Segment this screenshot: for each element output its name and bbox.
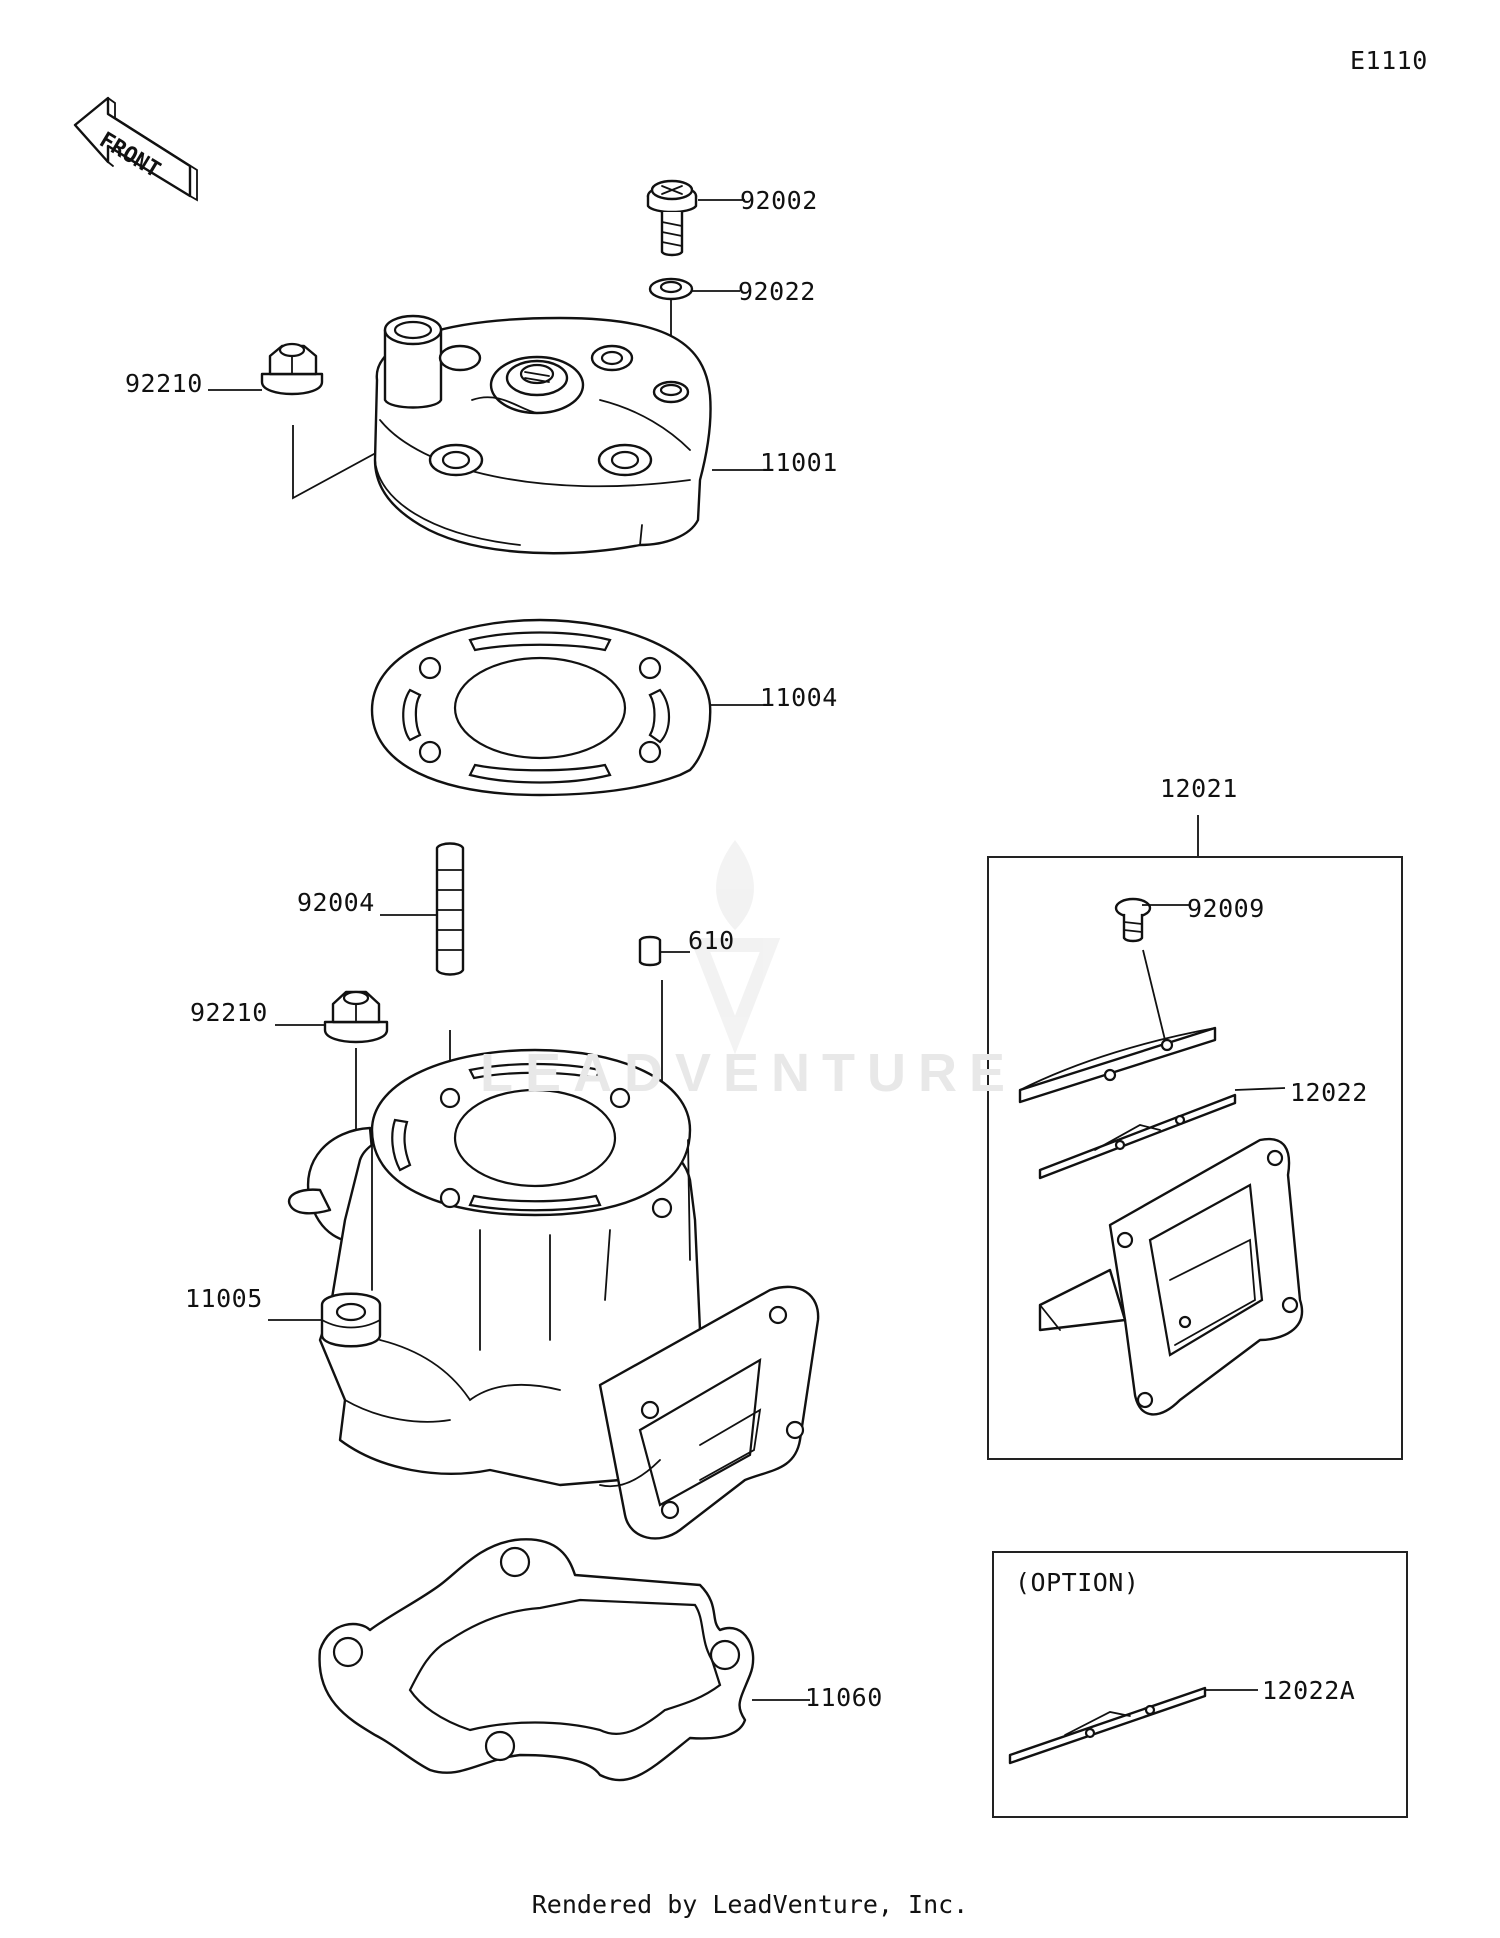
callout-12022A[interactable]: 12022A bbox=[1262, 1676, 1356, 1705]
nut-92210-top bbox=[260, 342, 324, 396]
callout-11004[interactable]: 11004 bbox=[760, 683, 838, 712]
dowel-pin-610 bbox=[638, 935, 662, 967]
option-box bbox=[992, 1551, 1408, 1818]
callout-11005[interactable]: 11005 bbox=[185, 1284, 263, 1313]
leadventure-flame-logo-icon bbox=[689, 840, 781, 1055]
reed-valve-assy-12021 bbox=[1018, 897, 1304, 1416]
footer-credit: Rendered by LeadVenture, Inc. bbox=[531, 1890, 969, 1919]
option-label: (OPTION) bbox=[1015, 1568, 1140, 1597]
callout-92210-top[interactable]: 92210 bbox=[125, 369, 203, 398]
assembly-box-12021 bbox=[987, 856, 1403, 1460]
callout-12022[interactable]: 12022 bbox=[1290, 1078, 1368, 1107]
reed-option-12022A bbox=[1008, 1686, 1207, 1765]
diagram-code: E1110 bbox=[1350, 46, 1428, 75]
front-arrow-icon: FRONT bbox=[73, 96, 198, 202]
cylinder-head-11001 bbox=[373, 314, 712, 555]
washer-92022 bbox=[648, 277, 694, 301]
callout-92009[interactable]: 92009 bbox=[1187, 894, 1265, 923]
callout-92002[interactable]: 92002 bbox=[740, 186, 818, 215]
watermark-text: LEADVENTURE bbox=[480, 1043, 1018, 1103]
callout-11060[interactable]: 11060 bbox=[805, 1683, 883, 1712]
head-gasket-11004 bbox=[370, 618, 712, 797]
nut-92210-mid bbox=[323, 990, 389, 1044]
bolt-92002 bbox=[646, 179, 698, 257]
base-gasket-11060 bbox=[318, 1538, 755, 1782]
callout-92022[interactable]: 92022 bbox=[738, 277, 816, 306]
callout-92210-mid[interactable]: 92210 bbox=[190, 998, 268, 1027]
callout-12021[interactable]: 12021 bbox=[1160, 774, 1238, 803]
callout-92004[interactable]: 92004 bbox=[297, 888, 375, 917]
cylinder-11005 bbox=[287, 1048, 820, 1540]
stud-92004 bbox=[435, 842, 465, 976]
callout-11001[interactable]: 11001 bbox=[760, 448, 838, 477]
callout-610[interactable]: 610 bbox=[688, 926, 735, 955]
